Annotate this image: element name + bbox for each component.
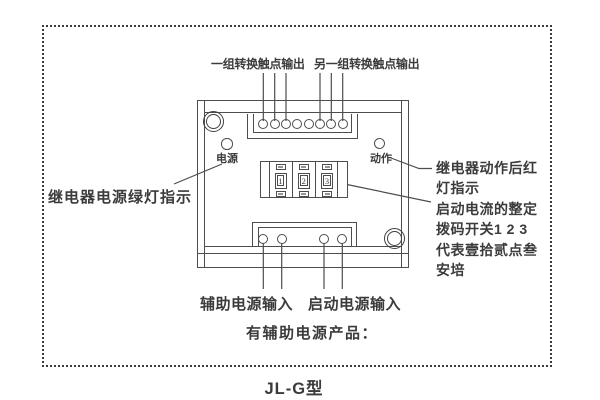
mounting-hole-top-left-outer	[202, 110, 224, 132]
label-start-power-input: 启动电源输入	[308, 296, 402, 313]
annotation-right-line-5: 代表壹拾贰点叁	[436, 241, 538, 258]
terminal-bottom-3	[319, 233, 329, 244]
label-contact-group-one: 一组转换触点输出	[211, 57, 305, 71]
dip-switch-3: 3	[321, 172, 333, 189]
annotation-right-line-4: 拨码开关1 2 3	[436, 221, 528, 238]
action-led-label: 动作	[370, 153, 392, 165]
dip-digit-1: 1	[276, 174, 285, 187]
terminal-top-8	[337, 119, 348, 129]
contact-bar	[301, 166, 307, 168]
terminal-top-2	[269, 119, 280, 129]
annotation-right-line-1: 继电器动作后红	[436, 160, 538, 176]
case-bottom-line	[197, 253, 409, 254]
terminal-bottom-1	[258, 233, 269, 244]
footnote-auxiliary-power-product: 有辅助电源产品：	[246, 325, 379, 342]
power-led-label: 电源	[216, 153, 238, 165]
model-caption: JL-G型	[264, 380, 324, 398]
label-contact-group-two: 另一组转换触点输出	[314, 57, 420, 71]
mounting-hole-bottom-right-inner	[386, 230, 402, 246]
contact-bar	[278, 166, 283, 168]
dip-switch-2: 2	[297, 172, 310, 189]
annotation-right-line-2: 灯指示	[436, 180, 480, 197]
terminal-top-4	[292, 119, 303, 129]
terminal-strip-bottom-outer	[252, 222, 357, 246]
terminal-bottom-2	[276, 233, 287, 244]
label-auxiliary-power-input: 辅助电源输入	[200, 296, 294, 313]
dip-divider-left-margin	[269, 161, 270, 198]
annotation-right-line-6: 安培	[436, 262, 465, 279]
dip-digit-2: 2	[299, 174, 308, 187]
dip1-top-contact	[275, 164, 286, 170]
dip-switch-block	[259, 161, 348, 198]
dip3-bottom-contact	[322, 190, 332, 197]
dip-digit-3: 3	[323, 174, 331, 187]
power-led-icon	[221, 138, 233, 150]
mounting-hole-bottom-right-outer	[383, 227, 405, 249]
dotted-frame	[42, 25, 552, 367]
contact-bar	[324, 166, 330, 168]
annotation-right-block: 继电器动作后红 灯指示 启动电流的整定 拨码开关1 2 3 代表壹拾贰点叁 安培	[436, 158, 576, 280]
dip-divider-2	[314, 161, 316, 198]
terminal-top-3	[281, 119, 291, 129]
contact-bar	[324, 192, 330, 195]
dip1-bottom-contact	[275, 190, 286, 197]
dip3-top-contact	[322, 164, 332, 170]
terminal-strip-top-inner	[252, 113, 352, 133]
contact-bar	[278, 192, 283, 195]
dip-divider-right-margin	[337, 161, 338, 198]
dip2-bottom-contact	[298, 190, 309, 197]
terminal-strip-top-outer	[246, 113, 358, 139]
action-led-icon	[373, 137, 385, 149]
dip-switch-1: 1	[274, 172, 287, 189]
mounting-hole-top-left-inner	[205, 113, 221, 129]
contact-bar	[301, 192, 307, 195]
terminal-bottom-4	[337, 233, 348, 244]
annotation-right-line-3: 启动电流的整定	[436, 200, 538, 217]
dip2-top-contact	[298, 164, 309, 170]
dip-divider-1	[291, 161, 293, 198]
terminal-top-6	[315, 119, 325, 129]
terminal-top-5	[303, 119, 314, 129]
annotation-power-green-light: 继电器电源绿灯指示	[48, 189, 193, 206]
